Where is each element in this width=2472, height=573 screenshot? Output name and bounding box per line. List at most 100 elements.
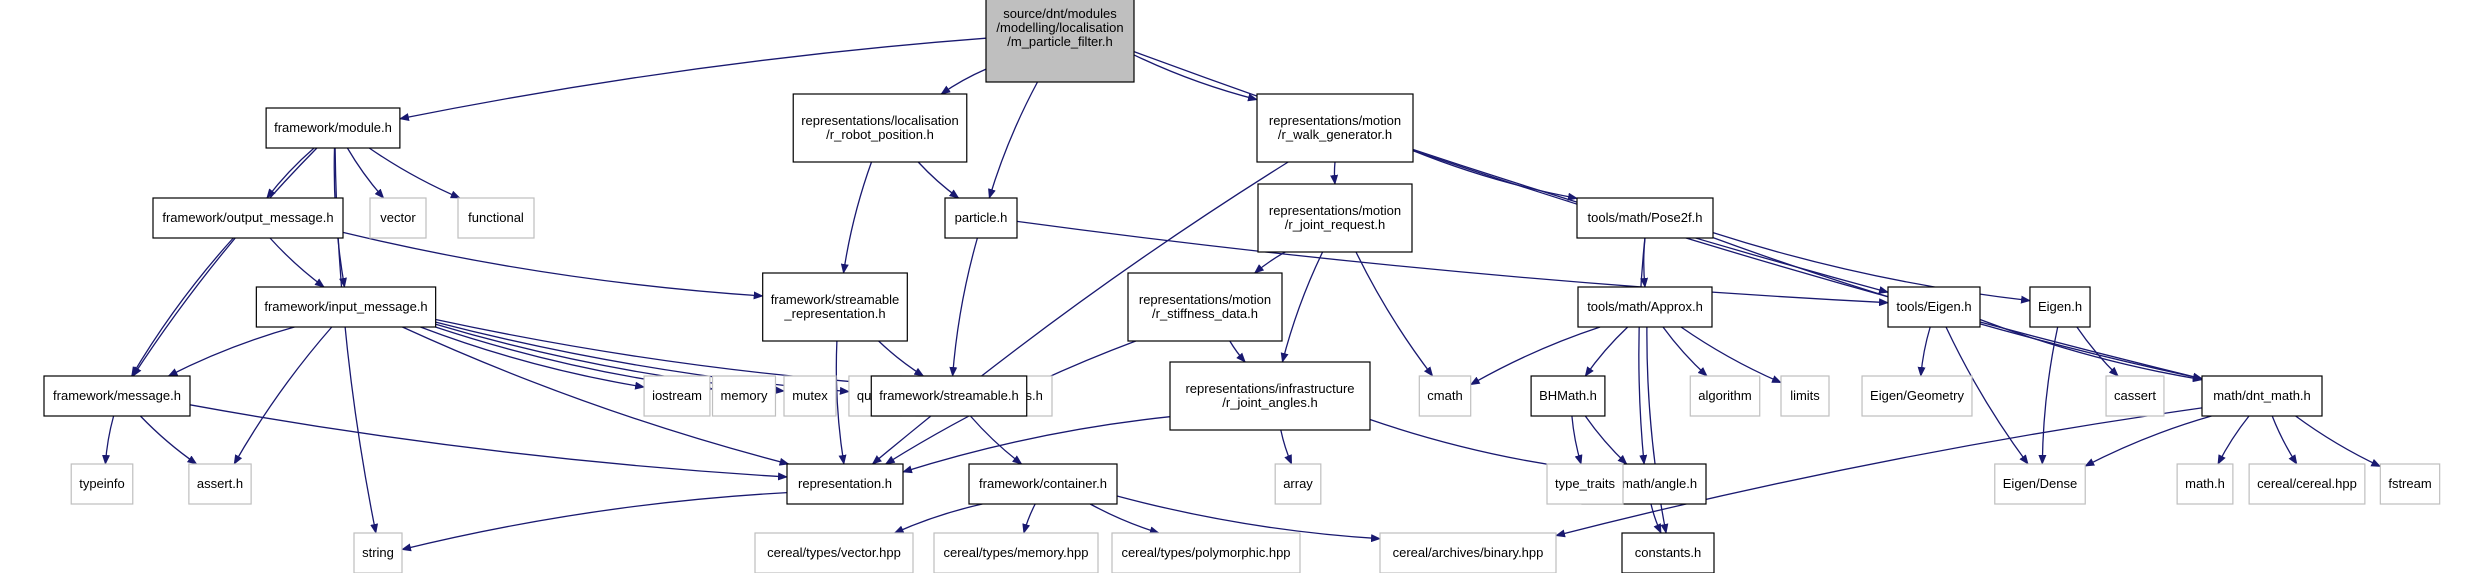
node-container[interactable]: framework/container.h: [968, 463, 1118, 505]
edge-approx-to-cmath: [1469, 326, 1601, 386]
node-box: [43, 375, 191, 417]
node-box: [1111, 532, 1301, 573]
node-bhmath[interactable]: BHMath.h: [1530, 375, 1606, 417]
node-label: representation.h: [798, 476, 892, 491]
edge-module-to-output-message: [266, 147, 315, 199]
node-label: cereal/types/vector.hpp: [767, 545, 901, 560]
edge-message-to-representation: [189, 404, 788, 481]
node-box: [1169, 361, 1371, 431]
edge-input-message-to-message: [167, 326, 295, 377]
node-label: algorithm: [1698, 388, 1751, 403]
node-box: [2201, 375, 2323, 417]
edge-input-message-to-representation: [402, 326, 790, 466]
node-label: Eigen.h: [2038, 299, 2082, 314]
edge-r-robot-position-to-streamable-repr: [840, 161, 873, 274]
node-module[interactable]: framework/module.h: [265, 107, 401, 149]
node-label: cereal/types/memory.hpp: [944, 545, 1089, 560]
node-label: limits: [1790, 388, 1820, 403]
edge-streamable-to-container: [969, 415, 1023, 465]
edge-tools-eigen-to-dnt-math: [1979, 318, 2203, 383]
node-r-stiffness-data[interactable]: representations/motion/r_stiffness_data.…: [1127, 272, 1283, 342]
node-representation[interactable]: representation.h: [786, 463, 904, 505]
edge-module-to-functional: [368, 147, 461, 199]
node-eigen-h[interactable]: Eigen.h: [2029, 286, 2091, 328]
node-label: math.h: [2185, 476, 2225, 491]
node-streamable-repr[interactable]: framework/streamable_representation.h: [762, 272, 908, 342]
node-particle[interactable]: particle.h: [944, 197, 1018, 239]
node-label: framework/input_message.h: [264, 299, 427, 314]
node-box: [2248, 463, 2366, 505]
node-label: representations/localisation: [801, 113, 959, 128]
node-box: [1577, 286, 1713, 328]
edge-input-message-to-iostream: [420, 326, 646, 390]
node-eigen-geometry: Eigen/Geometry: [1861, 375, 1973, 417]
node-box: [2105, 375, 2165, 417]
node-label: Eigen/Geometry: [1870, 388, 1964, 403]
edge-container-to-cereal-binary: [1116, 495, 1381, 543]
node-output-message[interactable]: framework/output_message.h: [152, 197, 344, 239]
node-cmath: cmath: [1418, 375, 1472, 417]
node-label: particle.h: [955, 210, 1008, 225]
node-label: /r_joint_angles.h: [1222, 395, 1317, 410]
node-label: representations/motion: [1139, 292, 1271, 307]
node-r-joint-request[interactable]: representations/motion/r_joint_request.h: [1257, 183, 1413, 253]
node-r-robot-position[interactable]: representations/localisation/r_robot_pos…: [792, 93, 968, 163]
node-box: [369, 197, 427, 239]
node-r-walk-generator[interactable]: representations/motion/r_walk_generator.…: [1256, 93, 1414, 163]
node-cereal-polymorphic: cereal/types/polymorphic.hpp: [1111, 532, 1301, 573]
node-label: BHMath.h: [1539, 388, 1597, 403]
node-box: [1379, 532, 1557, 573]
node-box: [2029, 286, 2091, 328]
node-approx[interactable]: tools/math/Approx.h: [1577, 286, 1713, 328]
node-cereal-binary: cereal/archives/binary.hpp: [1379, 532, 1557, 573]
edge-approx-to-limits: [1680, 326, 1782, 384]
node-streamable[interactable]: framework/streamable.h: [870, 375, 1028, 417]
node-r-joint-angles[interactable]: representations/infrastructure/r_joint_a…: [1169, 361, 1371, 431]
node-math-h: math.h: [2176, 463, 2234, 505]
node-box: [783, 375, 837, 417]
node-tools-eigen[interactable]: tools/Eigen.h: [1887, 286, 1981, 328]
edge-r-joint-angles-to-angle: [1369, 418, 1583, 473]
node-array: array: [1274, 463, 1322, 505]
nodes-layer: source/dnt/modules/modelling/localisatio…: [43, 0, 2441, 573]
node-box: [1127, 272, 1283, 342]
node-message[interactable]: framework/message.h: [43, 375, 191, 417]
edge-dnt-math-to-eigen-dense: [2084, 415, 2212, 467]
node-label: constants.h: [1635, 545, 1702, 560]
node-label: cmath: [1427, 388, 1462, 403]
node-label: /r_joint_request.h: [1285, 217, 1385, 232]
node-pose2f[interactable]: tools/math/Pose2f.h: [1576, 197, 1714, 239]
node-input-message[interactable]: framework/input_message.h: [255, 286, 437, 328]
node-label: assert.h: [197, 476, 243, 491]
node-label: mutex: [792, 388, 828, 403]
edge-pose2f-to-eigen-h: [1712, 231, 2031, 304]
edge-container-to-cereal-memory: [1022, 503, 1036, 534]
node-constants[interactable]: constants.h: [1621, 532, 1715, 573]
edges-layer: [102, 37, 2382, 552]
node-box: [1257, 183, 1413, 253]
node-box: [2379, 463, 2441, 505]
node-root[interactable]: source/dnt/modules/modelling/localisatio…: [985, 0, 1135, 83]
node-mutex: mutex: [783, 375, 837, 417]
node-typeinfo: typeinfo: [70, 463, 134, 505]
node-label: representations/motion: [1269, 203, 1401, 218]
node-label: fstream: [2388, 476, 2431, 491]
node-box: [1887, 286, 1981, 328]
edge-module-to-vector: [346, 147, 385, 199]
node-box: [968, 463, 1118, 505]
node-dnt-math[interactable]: math/dnt_math.h: [2201, 375, 2323, 417]
node-label: framework/module.h: [274, 120, 392, 135]
edge-input-message-to-assert-h: [233, 326, 333, 465]
node-box: [70, 463, 134, 505]
node-box: [152, 197, 344, 239]
node-box: [1256, 93, 1414, 163]
node-label: framework/streamable.h: [879, 388, 1018, 403]
edge-dnt-math-to-cereal-hpp: [2271, 415, 2298, 465]
node-cereal-vector: cereal/types/vector.hpp: [754, 532, 914, 573]
edge-particle-to-tools-eigen: [1016, 220, 1889, 307]
edge-bhmath-to-type-traits: [1571, 415, 1583, 465]
edge-streamable-repr-to-streamable: [878, 340, 925, 377]
node-memory: memory: [711, 375, 777, 417]
edge-dnt-math-to-fstream: [2295, 415, 2382, 467]
